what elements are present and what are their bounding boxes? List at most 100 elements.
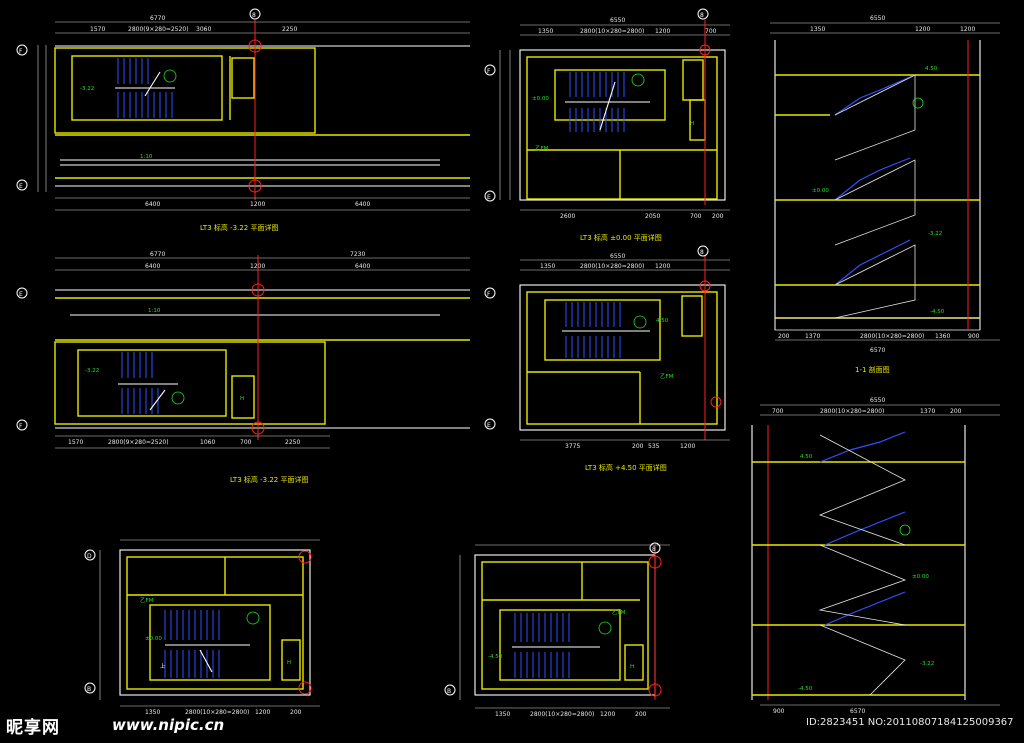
section-s1-level-1: 4.50: [925, 66, 938, 72]
section-s2-level-4: -4.50: [798, 686, 813, 692]
section-s1-top-dim-3: 1200: [960, 26, 975, 33]
plan-p1-axis-2: 8: [252, 12, 256, 19]
section-s1-total: 6570: [870, 347, 885, 354]
plan-p1-level: -3.22: [80, 86, 94, 92]
plan-p4-top-dim-2: 2800(10×280=2800): [580, 263, 644, 270]
plan-p5-h: H: [287, 660, 291, 666]
section-s1-bottom-dim-0: 200: [778, 333, 790, 340]
plan-p2: 6550 1350 2800(10×280=2800) 1200 700 ±0.: [484, 8, 730, 242]
section-s2-top-dim-2: 2800(10×280=2800): [820, 408, 884, 415]
plan-p3-h: H: [240, 396, 244, 402]
plan-p3-slope: 1:10: [148, 308, 161, 314]
plan-p2-top-dim-3: 1200: [655, 28, 670, 35]
plan-p4-axis-2: 8: [700, 249, 704, 256]
plan-p2-title: LT3 标高 ±0.00 平面详图: [580, 233, 662, 242]
plan-p1-top-dim-0: 6770: [150, 15, 165, 22]
plan-p6-axis-1: 8: [652, 546, 656, 553]
plan-p3-top-dim-3: 7230: [350, 251, 365, 258]
plan-p5-door: 乙FM: [140, 597, 154, 604]
plan-p5-bottom-dim-2: 1200: [255, 709, 270, 716]
section-s1-top-dim-2: 1200: [915, 26, 930, 33]
plan-p2-bottom-dim-3: 200: [712, 213, 724, 220]
plan-p3-top-dim-4: 6400: [355, 263, 370, 270]
section-s2-bottom-dim-1: 6570: [850, 708, 865, 715]
section-s1-bottom-dim-4: 900: [968, 333, 980, 340]
plan-p5-axis-1: B: [87, 686, 91, 693]
section-s1-level-2: ±0.00: [812, 188, 829, 194]
section-s1-top-dim-0: 6550: [870, 15, 885, 22]
plan-p3-axis-1: F: [19, 423, 23, 430]
plan-p3-level: -3.22: [85, 368, 99, 374]
plan-p4-axis-1: E: [487, 422, 491, 429]
plan-p6-axis-0: B: [447, 688, 451, 695]
plan-p3-bottom-dim-4: 2250: [285, 439, 300, 446]
plan-p2-door: 乙FM: [535, 145, 549, 152]
plan-p4-bottom-dim-1: 200: [632, 443, 644, 450]
plan-p3-top-dim-1: 6400: [145, 263, 160, 270]
plan-p3-bottom-dim-0: 1570: [68, 439, 83, 446]
plan-p3-top-dim-0: 6770: [150, 251, 165, 258]
plan-p1-top-dim-2: 2800(9×280=2520): [128, 26, 189, 33]
plan-p6-bottom-dim-2: 1200: [600, 711, 615, 718]
plan-p4-level: 4.50: [656, 318, 669, 324]
plan-p4: 6550 1350 2800(10×280=2800) 1200 4.50 乙F…: [484, 245, 730, 472]
plan-p2-axis-2: 8: [700, 12, 704, 19]
plan-p1-bottom-dim-1: 1200: [250, 201, 265, 208]
plan-p4-top-dim-1: 1350: [540, 263, 555, 270]
plan-p6-bottom-dim-1: 2800(10×280=2800): [530, 711, 594, 718]
plan-p4-bottom-dim-2: 535: [648, 443, 660, 450]
plan-p6-level: -4.50: [488, 654, 503, 660]
plan-p2-bottom-dim-2: 700: [690, 213, 702, 220]
plan-p2-axis-1: E: [487, 194, 491, 201]
plan-p3-title: LT3 标高 -3.22 平面详图: [230, 475, 308, 484]
plan-p2-h: H: [690, 121, 694, 127]
plan-p2-bottom-dim-1: 2050: [645, 213, 660, 220]
plan-p4-bottom-dim-0: 3775: [565, 443, 580, 450]
plan-p2-level: ±0.00: [532, 96, 549, 102]
plan-p5-up: 上: [160, 662, 166, 670]
plan-p4-top-dim-3: 1200: [655, 263, 670, 270]
plan-p1-top-dim-3: 3060: [196, 26, 211, 33]
plan-p1-bottom-dim-2: 6400: [355, 201, 370, 208]
plan-p5: 乙FM H 上 ±0.00 D B 1350 2800(10×280=2800)…: [84, 539, 320, 716]
watermark-url: www.nipic.cn: [112, 716, 225, 734]
plan-p1-top-dim-4: 2250: [282, 26, 297, 33]
plan-p4-top-dim-0: 6550: [610, 253, 625, 260]
section-s1-title: 1-1 剖面图: [855, 365, 890, 374]
plan-p3: 6770 6400 1200 7230 6400 1:10 -3.22 H E: [16, 251, 470, 484]
plan-p2-axis-0: F: [487, 68, 491, 75]
plan-p2-top-dim-4: 700: [705, 28, 717, 35]
section-s1: 6550 1350 1200 1200 4.50 ±0.00 -3.22 -4.…: [770, 15, 1000, 374]
watermark-logo: 昵享网: [6, 718, 60, 738]
plan-p6-bottom-dim-0: 1350: [495, 711, 510, 718]
plan-p5-bottom-dim-1: 2800(10×280=2800): [185, 709, 249, 716]
plan-p4-title: LT3 标高 +4.50 平面详图: [585, 463, 667, 472]
plan-p5-axis-0: D: [87, 553, 92, 560]
watermark-id: ID:2823451 NO:20110807184125009367: [806, 717, 1014, 728]
section-s1-level-4: -4.50: [930, 309, 945, 315]
plan-p4-axis-0: F: [487, 291, 491, 298]
section-s1-bottom-dim-2: 2800(10×280=2800): [860, 333, 924, 340]
plan-p1-top-dim-1: 1570: [90, 26, 105, 33]
plan-p1-bottom-dim-0: 6400: [145, 201, 160, 208]
section-s2-level-3: -3.22: [920, 661, 934, 667]
plan-p2-top-dim-1: 1350: [538, 28, 553, 35]
plan-p2-top-dim-0: 6550: [610, 17, 625, 24]
section-s2-bottom-dim-0: 900: [773, 708, 785, 715]
plan-p5-level: ±0.00: [145, 636, 162, 642]
plan-p1-axis-0: F: [19, 48, 23, 55]
plan-p3-bottom-dim-3: 700: [240, 439, 252, 446]
plan-p2-top-dim-2: 2800(10×280=2800): [580, 28, 644, 35]
plan-p4-bottom-dim-3: 1200: [680, 443, 695, 450]
section-s2-top-dim-1: 700: [772, 408, 784, 415]
plan-p3-bottom-dim-2: 1060: [200, 439, 215, 446]
plan-p6-bottom-dim-3: 200: [635, 711, 647, 718]
plan-p5-bottom-dim-0: 1350: [145, 709, 160, 716]
plan-p6-h: H: [630, 664, 634, 670]
section-s2: 6550 700 2800(10×280=2800) 1370 200 4.50…: [751, 397, 1000, 715]
plan-p6-door: 乙FM: [612, 609, 626, 616]
plan-p2-bottom-dim-0: 2600: [560, 213, 575, 220]
section-s2-top-dim-4: 200: [950, 408, 962, 415]
plan-p6: 乙FM H -4.50 B 8 1350 2800(10×280=2800) 1…: [444, 542, 670, 718]
plan-p1-slope: 1:10: [140, 154, 153, 160]
